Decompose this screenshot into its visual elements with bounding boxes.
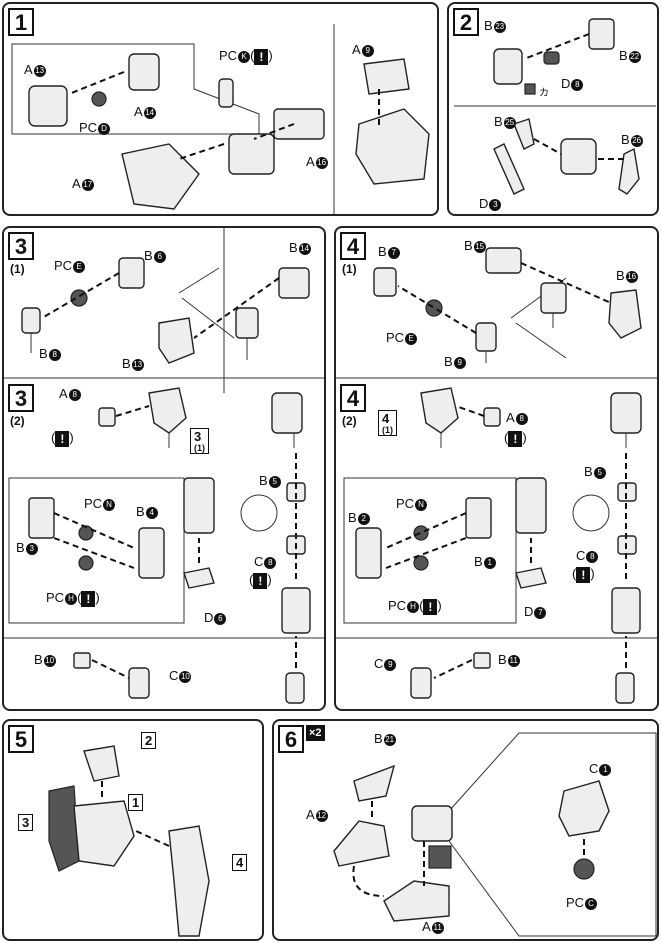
step-1-drawing bbox=[11, 24, 430, 214]
step-reference-4: 4 bbox=[232, 854, 248, 871]
substep-label: (2) bbox=[342, 414, 357, 428]
step-number: 4 bbox=[340, 232, 366, 260]
step-6-drawing bbox=[333, 732, 657, 937]
substep-label: (2) bbox=[10, 414, 25, 428]
step-5-drawing bbox=[48, 745, 210, 937]
step-4-panel: 4 (1) bbox=[334, 226, 659, 711]
step-reference-2: 2 bbox=[141, 732, 157, 749]
step-number: 2 bbox=[453, 8, 479, 36]
step-reference-1: 1 bbox=[128, 794, 144, 811]
step-4-drawing bbox=[336, 247, 657, 704]
step-reference: 3(1) bbox=[190, 428, 209, 454]
warning-icon: ! bbox=[423, 598, 438, 615]
step-3-drawing bbox=[4, 228, 324, 704]
step-number: 1 bbox=[8, 8, 34, 36]
warning-icon: ! bbox=[576, 566, 591, 583]
step-number: 5 bbox=[8, 725, 34, 753]
step-2-drawing bbox=[454, 18, 656, 195]
step-3-panel: 3 (1) bbox=[2, 226, 326, 711]
step-5-panel: 5 2 1 3 4 bbox=[2, 719, 264, 941]
substep-label: (1) bbox=[342, 262, 357, 276]
step-reference: 4(1) bbox=[378, 410, 397, 436]
warning-icon: ! bbox=[253, 572, 268, 589]
substep-label: (1) bbox=[10, 262, 25, 276]
step-number: 3 bbox=[8, 384, 34, 412]
step-number: 3 bbox=[8, 232, 34, 260]
label-ka: カ bbox=[539, 88, 549, 99]
warning-c8: (!) bbox=[249, 572, 272, 589]
warning-icon: ! bbox=[81, 590, 96, 607]
warning-a8: (!) bbox=[51, 430, 74, 447]
warning-icon: ! bbox=[55, 430, 70, 447]
warning-icon: ! bbox=[508, 430, 523, 447]
warning-c8: (!) bbox=[572, 566, 595, 583]
step-number: 4 bbox=[340, 384, 366, 412]
step-number: 6 bbox=[278, 725, 304, 753]
warning-icon: ! bbox=[254, 48, 269, 65]
warning-a8: (!) bbox=[504, 430, 527, 447]
multiplier-badge: ×2 bbox=[306, 725, 325, 741]
step-reference-3: 3 bbox=[18, 814, 34, 831]
